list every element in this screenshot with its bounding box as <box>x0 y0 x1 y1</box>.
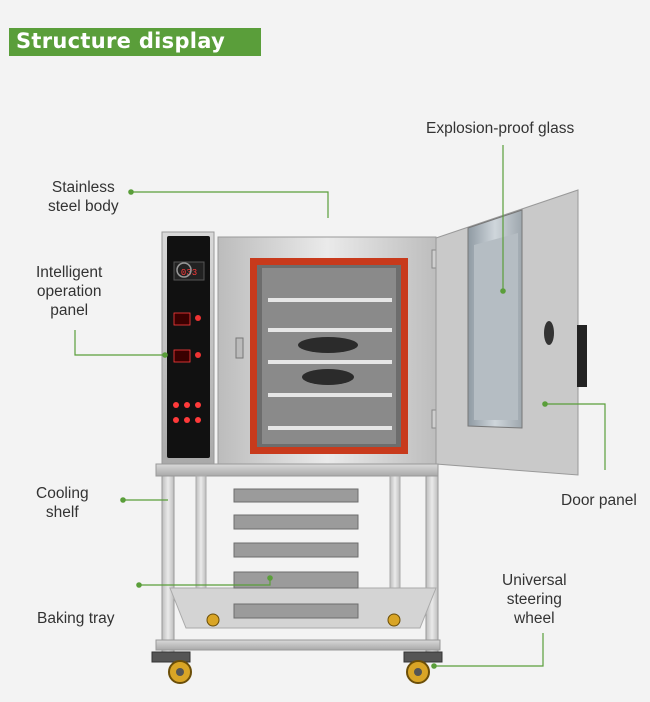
door-handle <box>577 325 587 387</box>
banner-title: Structure display <box>16 29 226 53</box>
label-intelligent-operation-panel: Intelligent operation panel <box>36 264 103 319</box>
label-stainless-steel-body: Stainless steel body <box>48 179 119 215</box>
label-baking-tray: Baking tray <box>37 610 115 627</box>
title-banner: Structure display <box>9 28 261 56</box>
label-door-panel: Door panel <box>561 492 637 509</box>
control-panel: 033 <box>161 231 215 465</box>
wheels <box>151 613 443 684</box>
panel-display-value: 033 <box>181 268 197 278</box>
label-universal-steering-wheel: Universal steering wheel <box>502 572 567 627</box>
baking-trays <box>233 488 359 619</box>
oven-door <box>435 189 587 476</box>
label-cooling-shelf: Cooling shelf <box>36 485 89 521</box>
label-explosion-proof-glass: Explosion-proof glass <box>426 120 575 137</box>
fan-cover <box>298 337 358 353</box>
oven-racks <box>268 298 392 430</box>
leader-lines <box>74 145 606 669</box>
oven-body <box>217 236 441 465</box>
